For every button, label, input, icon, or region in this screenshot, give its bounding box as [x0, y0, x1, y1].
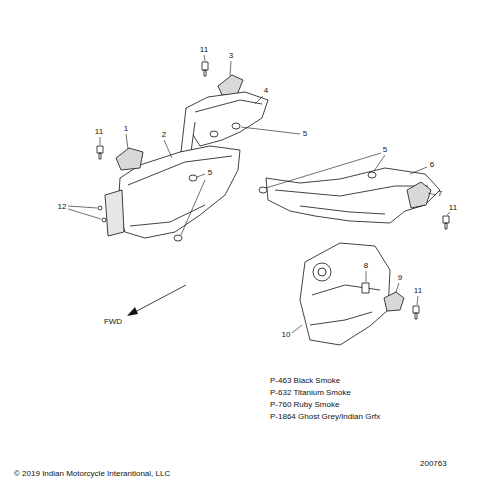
callout-number: 5 [303, 130, 307, 138]
cover-boss [313, 263, 331, 281]
callout-number: 9 [398, 274, 402, 282]
lower-cover [300, 243, 390, 345]
cover-edge [275, 186, 428, 214]
screw [97, 146, 103, 159]
screw [443, 216, 449, 229]
nut [368, 172, 376, 178]
forward-arrow [127, 285, 186, 316]
badge-part [407, 182, 431, 208]
nut [174, 235, 182, 241]
side-cover-rear [266, 168, 440, 223]
callout-number: 7 [438, 190, 442, 198]
screw [202, 62, 208, 76]
screw [413, 306, 419, 319]
nut [210, 131, 218, 137]
cover-edge [128, 156, 232, 226]
callout-number: 1 [124, 125, 128, 133]
callout-number: 3 [229, 52, 233, 60]
callout-number: 10 [282, 331, 291, 339]
callout-number: 2 [162, 131, 166, 139]
copyright-note: © 2019 Indian Motorcycle Interantional, … [14, 470, 170, 478]
clip [362, 283, 369, 293]
leader-lines [68, 55, 450, 333]
callout-number: 11 [414, 287, 422, 295]
drawing-number: 200763 [420, 460, 447, 468]
color-note: P-632 Titanium Smoke [270, 389, 351, 397]
nut [232, 123, 240, 129]
callout-number: 6 [430, 161, 434, 169]
upper-cover-tab [181, 108, 195, 152]
pin [98, 206, 102, 210]
cover-mount [105, 190, 124, 236]
cover-edge [195, 100, 262, 112]
callout-number: 8 [364, 262, 368, 270]
pin [102, 218, 106, 222]
cover-boss [318, 268, 326, 276]
callout-number: 11 [449, 204, 457, 212]
color-note: P-463 Black Smoke [270, 377, 340, 385]
direction-label: FWD [104, 318, 122, 326]
callout-number: 5 [208, 169, 212, 177]
callout-number: 4 [264, 87, 268, 95]
badge-part [116, 148, 143, 170]
callout-number: 11 [95, 128, 103, 136]
badge-part [384, 292, 404, 311]
nut [259, 187, 267, 193]
callout-number: 11 [200, 46, 208, 54]
upper-cover [186, 92, 268, 146]
cover-edge [310, 285, 380, 325]
color-note: P-760 Ruby Smoke [270, 401, 339, 409]
callout-number: 5 [383, 146, 387, 154]
nut [189, 175, 197, 181]
badge-part [218, 75, 243, 95]
callout-number: 12 [58, 203, 67, 211]
color-note: P-1864 Ghost Grey/Indian Grfx [270, 413, 380, 421]
